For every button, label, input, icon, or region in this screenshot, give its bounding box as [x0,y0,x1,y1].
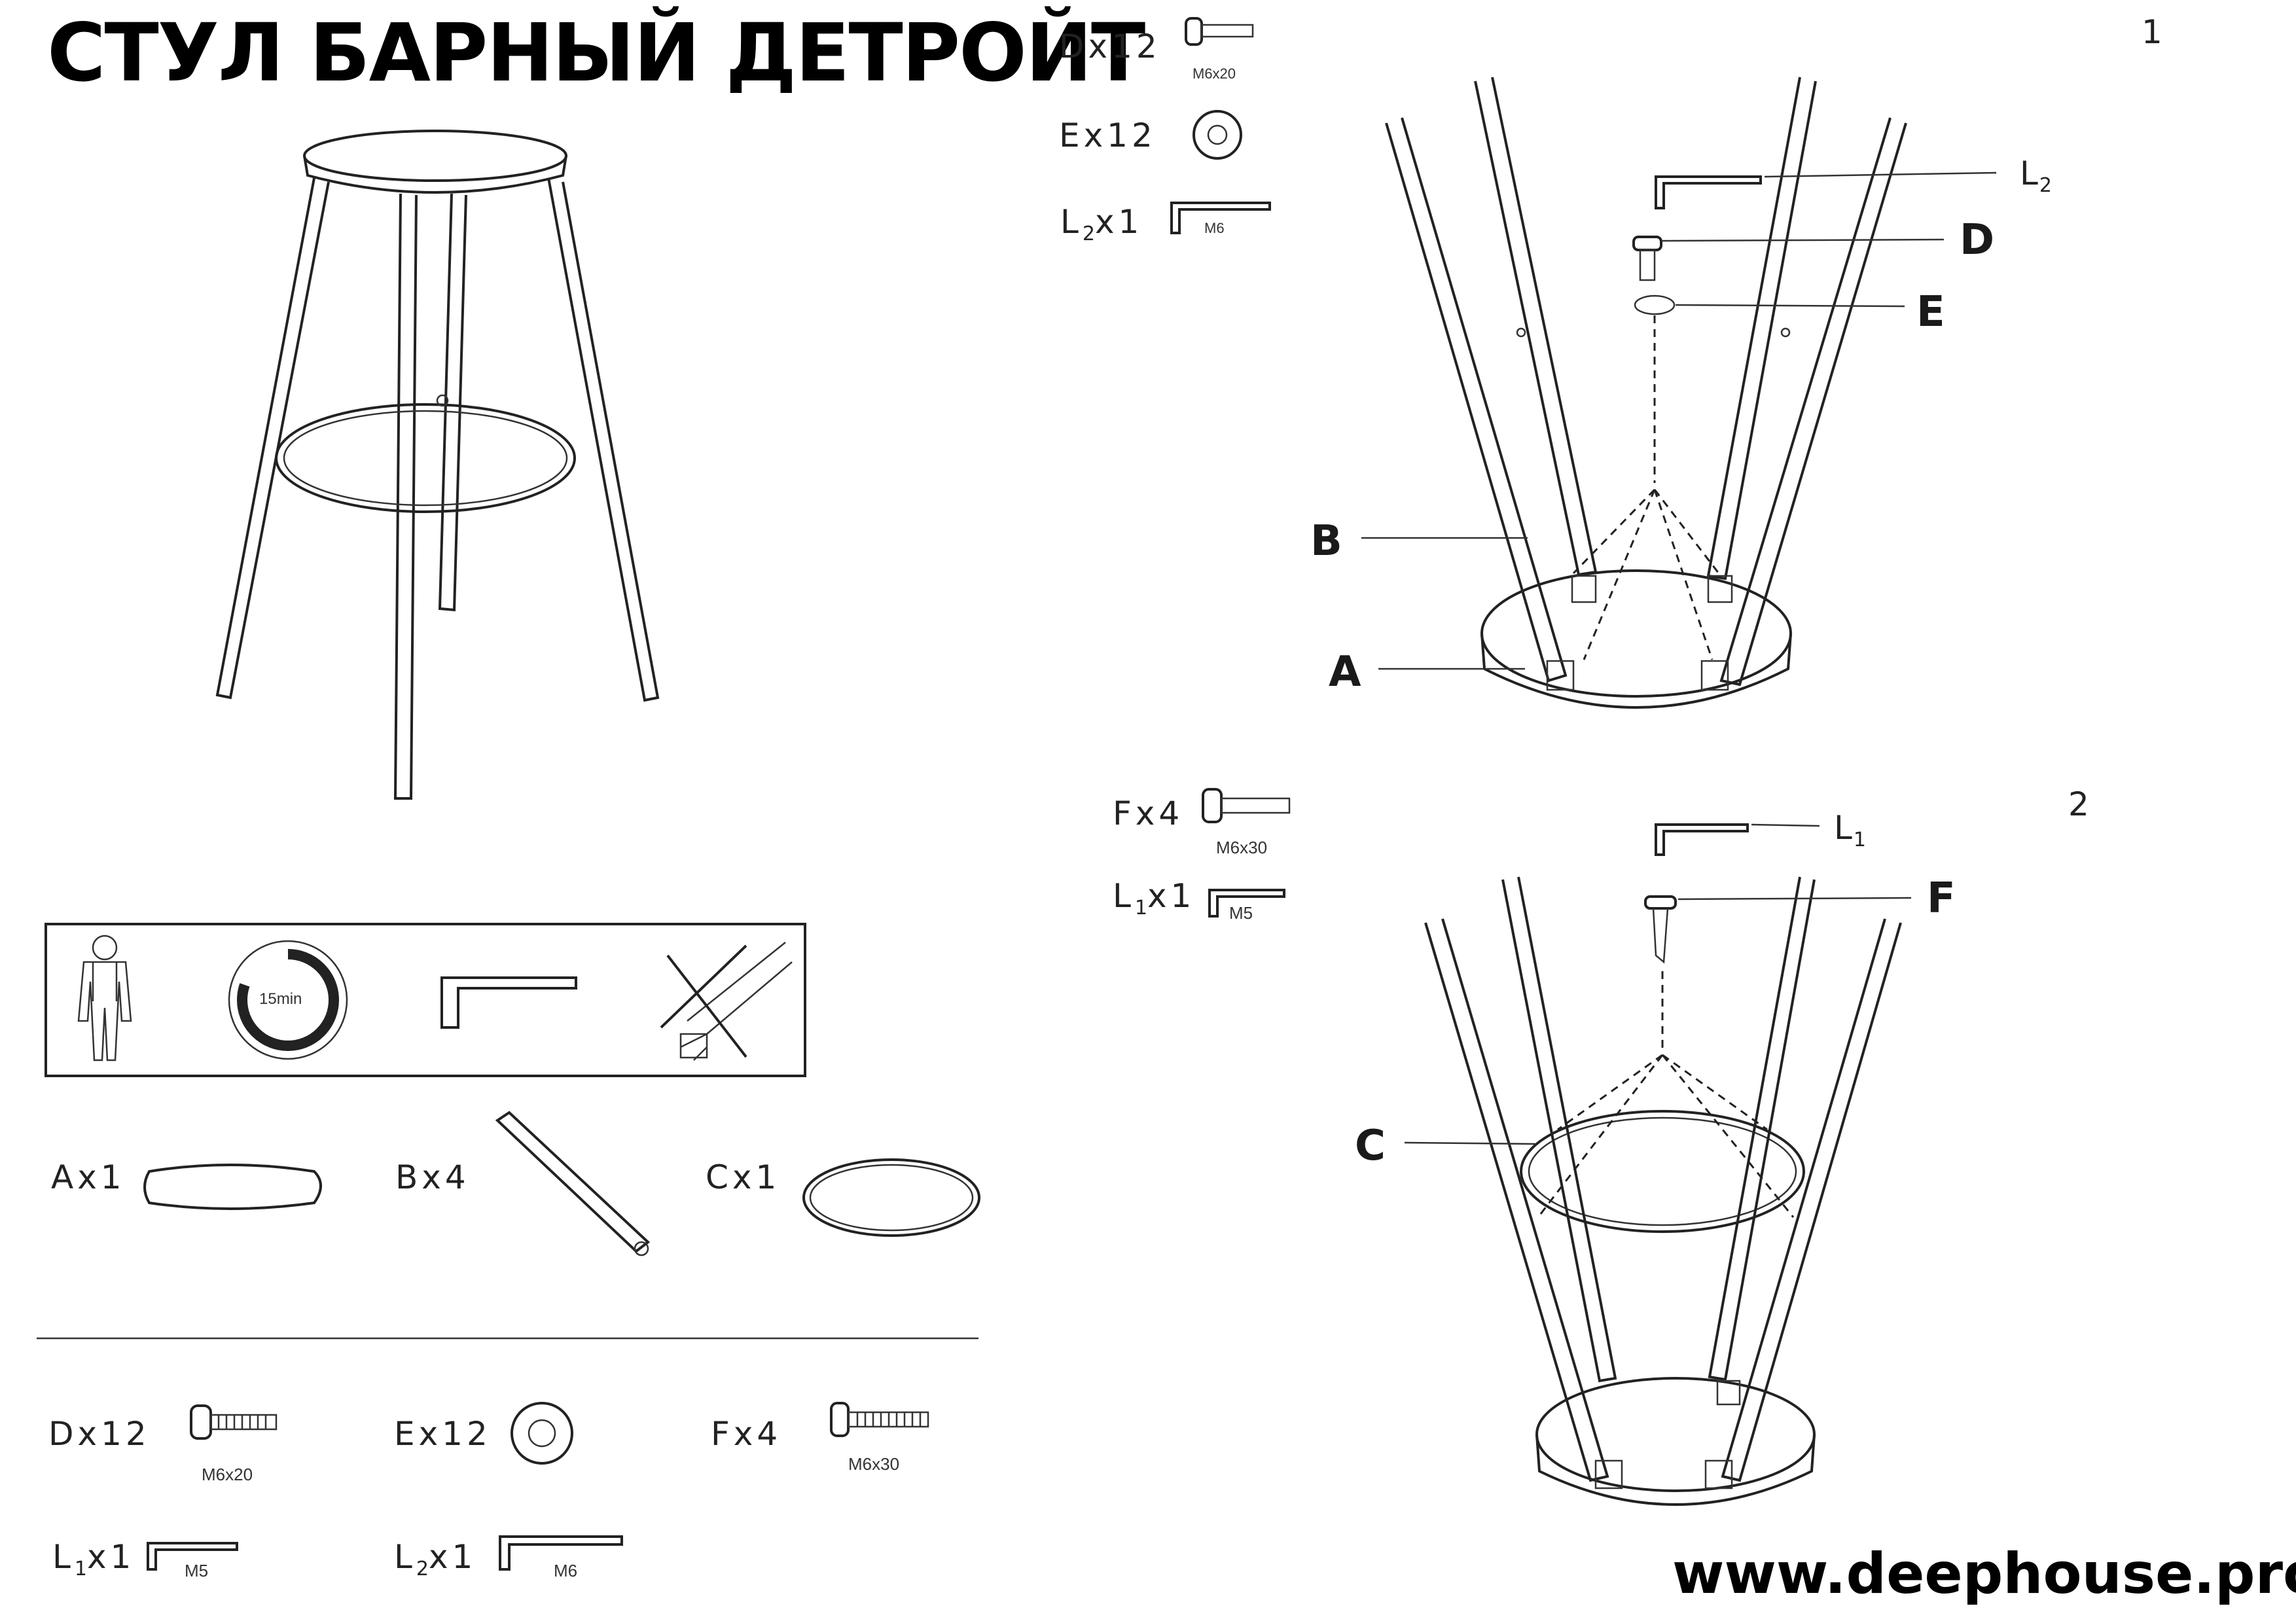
top-hw-l1-size: M5 [1229,903,1253,923]
step2-callout-l1: L1 [1834,809,1866,851]
step1-callout-e: E [1916,288,1948,336]
foot-ring-part-c [802,1158,980,1237]
website-url[interactable]: www.deephouse.pro [1672,1541,2296,1607]
part-a-label: Ax1 [51,1158,126,1196]
step1-callout-l2: L2 [2020,154,2052,197]
hw-e-label: Ex12 [394,1415,492,1453]
top-hw-l1-label: L1x1 [1113,877,1196,919]
leg-part-b [495,1111,651,1253]
top-hw-l2-label: L2x1 [1060,203,1143,245]
hex-key-l1-icon [147,1542,238,1571]
hw-l1-size: M5 [185,1561,209,1580]
top-hw-d-size: M6x20 [1193,65,1236,82]
washer-e-icon [511,1402,573,1465]
top-hw-e-label: Ex12 [1059,116,1157,154]
hw-d-label: Dx12 [48,1415,151,1453]
top-hw-d-label: Dx12 [1059,27,1161,65]
two-person-icon [77,935,132,1061]
hw-f-label: Fx4 [711,1415,782,1453]
hw-l2-size: M6 [554,1561,578,1580]
step2-callout-f: F [1927,874,1958,923]
part-b-label: Bx4 [395,1158,470,1196]
hex-key-icon [440,976,577,1029]
step2-callout-c: C [1355,1122,1388,1170]
page-title: СТУЛ БАРНЫЙ ДЕТРОЙТ [47,7,1145,99]
clock-15min-icon [228,940,348,1060]
bolt-d-icon [190,1404,278,1440]
hw-f-size: M6x30 [848,1454,900,1474]
bolt-f-icon [830,1402,929,1437]
part-c-label: Cx1 [706,1158,781,1196]
hw-l2-label: L2x1 [394,1538,477,1580]
timer-label: 15min [259,990,302,1008]
step-1-number: 1 [2142,13,2162,51]
step-2-number: 2 [2068,785,2089,823]
top-hw-f-size: M6x30 [1216,838,1268,857]
hex-key-l2-icon [499,1535,623,1571]
seat-part-a [143,1164,322,1210]
hw-d-size: M6x20 [202,1465,253,1484]
step1-callout-b: B [1310,517,1345,565]
top-hw-f-label: Fx4 [1113,794,1184,832]
top-hw-l2-size: M6 [1204,220,1225,236]
step1-callout-d: D [1960,216,1998,264]
hw-l1-label: L1x1 [52,1538,135,1580]
step1-callout-a: A [1329,648,1364,696]
no-power-drill-icon [660,942,793,1061]
